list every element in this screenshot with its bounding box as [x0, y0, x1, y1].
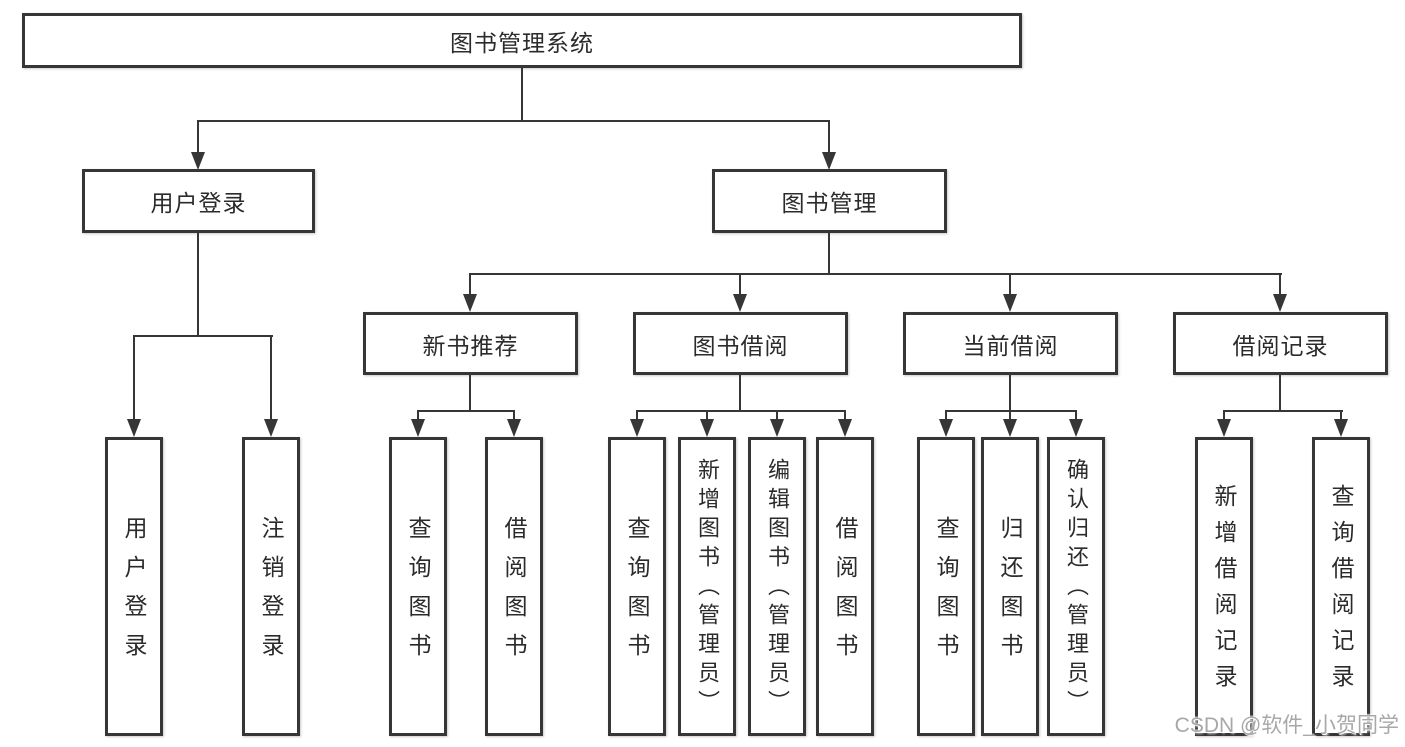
- connector-line: [776, 410, 778, 421]
- arrowhead-down-icon: [1003, 419, 1017, 437]
- arrowhead-down-icon: [264, 419, 278, 437]
- leaf-edit-book-admin: 编辑图书（管理员）: [748, 437, 806, 736]
- arrowhead-down-icon: [1069, 419, 1083, 437]
- connector-line: [197, 233, 199, 335]
- arrowhead-down-icon: [1217, 419, 1231, 437]
- connector-line: [1279, 375, 1281, 410]
- node-borrowing-records: 借阅记录: [1173, 312, 1388, 375]
- arrowhead-down-icon: [733, 294, 747, 312]
- connector-line: [469, 375, 471, 410]
- leaf-query-books: 查询图书: [608, 437, 666, 736]
- arrowhead-down-icon: [630, 419, 644, 437]
- leaf-query-books: 查询图书: [389, 437, 447, 736]
- arrowhead-down-icon: [700, 419, 714, 437]
- connector-line: [706, 410, 708, 421]
- connector-line: [1009, 273, 1011, 295]
- connector-line: [828, 120, 830, 154]
- connector-line: [469, 273, 471, 295]
- leaf-borrow-books: 借阅图书: [485, 437, 543, 736]
- connector-line: [469, 273, 1282, 275]
- leaf-add-borrow-record: 新增借阅记录: [1195, 437, 1253, 736]
- arrowhead-down-icon: [191, 152, 205, 170]
- connector-line: [513, 410, 515, 421]
- connector-line: [1009, 375, 1011, 410]
- arrowhead-down-icon: [822, 152, 836, 170]
- leaf-borrow-books: 借阅图书: [816, 437, 874, 736]
- node-current-borrowing: 当前借阅: [903, 312, 1118, 375]
- leaf-confirm-return-admin: 确认归还（管理员）: [1047, 437, 1105, 736]
- connector-line: [417, 410, 419, 421]
- leaf-return-books: 归还图书: [981, 437, 1039, 736]
- connector-line: [945, 410, 1077, 412]
- arrowhead-down-icon: [127, 419, 141, 437]
- connector-line: [197, 120, 830, 122]
- connector-line: [417, 410, 515, 412]
- connector-line: [636, 410, 846, 412]
- leaf-query-borrow-record: 查询借阅记录: [1312, 437, 1370, 736]
- arrowhead-down-icon: [463, 294, 477, 312]
- connector-line: [1340, 410, 1342, 421]
- leaf-query-books: 查询图书: [917, 437, 975, 736]
- arrowhead-down-icon: [770, 419, 784, 437]
- connector-line: [1279, 273, 1281, 295]
- connector-line: [270, 335, 272, 421]
- connector-line: [636, 410, 638, 421]
- connector-line: [1223, 410, 1343, 412]
- connector-line: [1009, 410, 1011, 421]
- leaf-add-book-admin: 新增图书（管理员）: [678, 437, 736, 736]
- arrowhead-down-icon: [1334, 419, 1348, 437]
- node-book-management: 图书管理: [712, 169, 947, 233]
- connector-line: [1075, 410, 1077, 421]
- arrowhead-down-icon: [411, 419, 425, 437]
- connector-line: [521, 68, 523, 120]
- arrowhead-down-icon: [838, 419, 852, 437]
- leaf-logout-login: 注销登录: [242, 437, 300, 736]
- arrowhead-down-icon: [1003, 294, 1017, 312]
- connector-line: [197, 120, 199, 154]
- arrowhead-down-icon: [939, 419, 953, 437]
- connector-line: [844, 410, 846, 421]
- connector-line: [739, 273, 741, 295]
- connector-line: [133, 335, 135, 421]
- connector-line: [945, 410, 947, 421]
- connector-line: [1223, 410, 1225, 421]
- node-book-borrowing: 图书借阅: [633, 312, 848, 375]
- connector-line: [739, 375, 741, 410]
- connector-line: [828, 233, 830, 273]
- node-new-book-recommendation: 新书推荐: [363, 312, 578, 375]
- connector-line: [133, 335, 273, 337]
- csdn-watermark: CSDN @软件_小贺同学: [1174, 714, 1399, 737]
- arrowhead-down-icon: [1273, 294, 1287, 312]
- leaf-user-login: 用户登录: [105, 437, 163, 736]
- node-user-login: 用户登录: [82, 169, 315, 233]
- arrowhead-down-icon: [507, 419, 521, 437]
- node-library-management-system: 图书管理系统: [22, 13, 1022, 68]
